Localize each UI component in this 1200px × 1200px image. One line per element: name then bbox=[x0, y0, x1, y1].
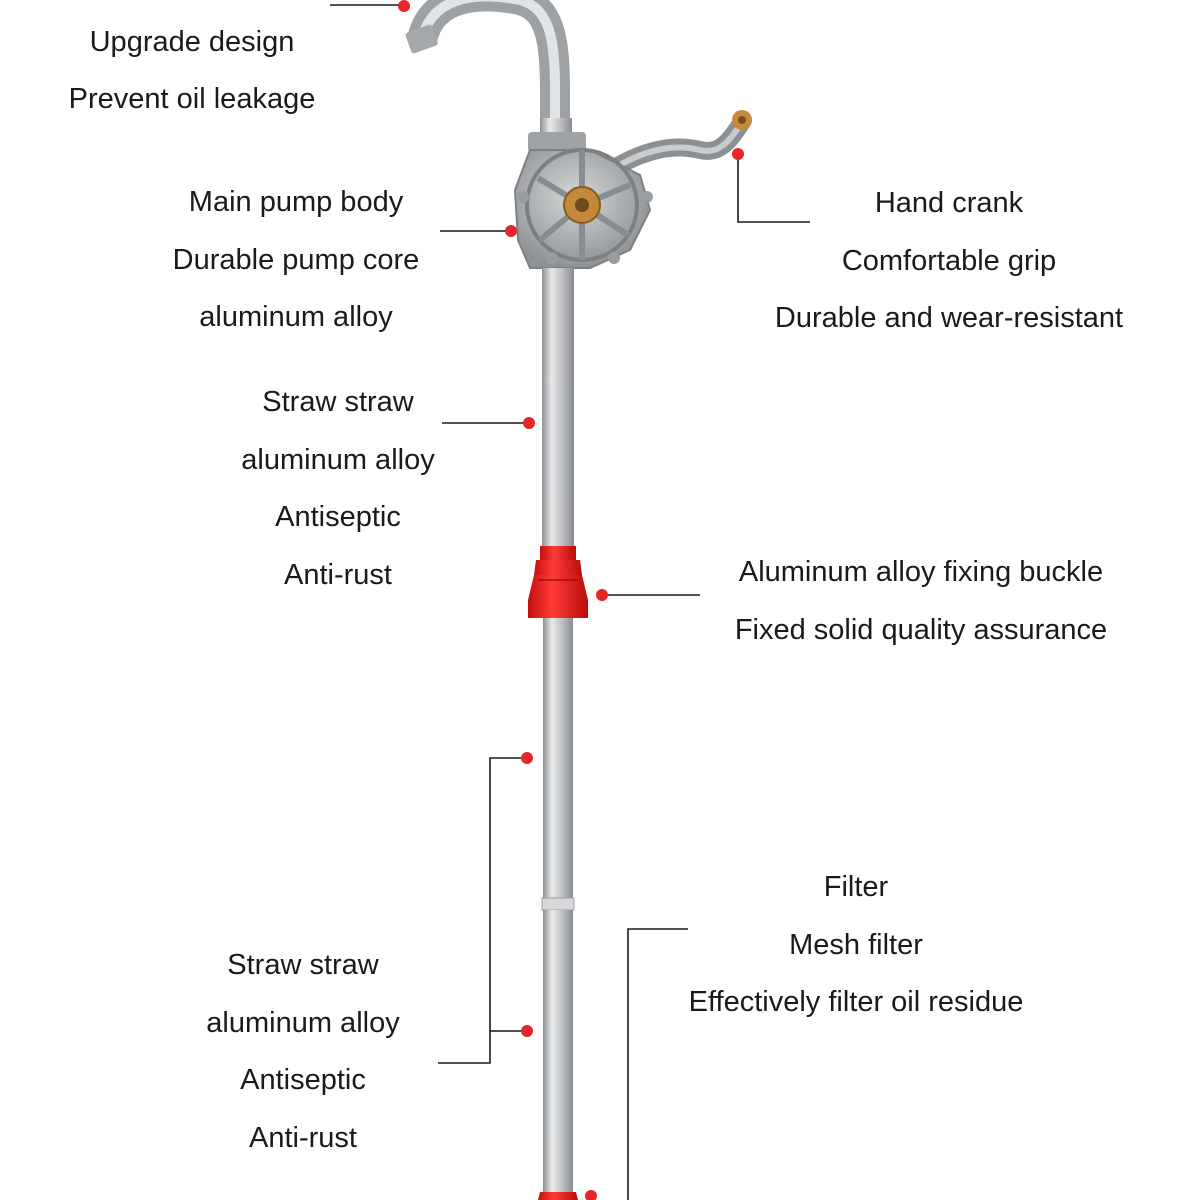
upper-straw-tube bbox=[542, 268, 574, 548]
hand-crank-line-2: Comfortable grip bbox=[841, 245, 1057, 277]
marker-hand-crank bbox=[732, 148, 744, 160]
fixing-buckle bbox=[528, 546, 588, 618]
lower-straw-tube bbox=[543, 910, 573, 1200]
marker-lower-straw-top bbox=[521, 752, 533, 764]
filter-line-2: Mesh filter bbox=[789, 929, 923, 961]
pump-body-line-1: Main pump body bbox=[188, 186, 404, 218]
leader-hand-crank bbox=[737, 154, 810, 223]
pump-body bbox=[513, 132, 653, 269]
leader-filter bbox=[627, 928, 688, 1200]
upper-straw-line-3: Antiseptic bbox=[275, 501, 401, 533]
buckle-line-1: Aluminum alloy fixing buckle bbox=[738, 556, 1104, 588]
filter-line-3: Effectively filter oil residue bbox=[688, 986, 1024, 1018]
upper-straw-line-2: aluminum alloy bbox=[241, 444, 435, 476]
callout-markers bbox=[398, 0, 744, 1200]
outlet-spout bbox=[405, 0, 570, 130]
marker-lower-straw-bottom bbox=[521, 1025, 533, 1037]
outlet-line-1: Upgrade design bbox=[89, 26, 295, 58]
marker-pump-body bbox=[505, 225, 517, 237]
middle-straw-tube bbox=[543, 618, 573, 903]
upper-straw-line-1: Straw straw bbox=[262, 386, 414, 418]
upper-straw-line-4: Anti-rust bbox=[284, 559, 392, 591]
marker-outlet bbox=[398, 0, 410, 12]
hand-crank-line-1: Hand crank bbox=[874, 187, 1024, 219]
pump-body-line-2: Durable pump core bbox=[172, 244, 420, 276]
marker-upper-straw bbox=[523, 417, 535, 429]
lower-straw-line-2: aluminum alloy bbox=[206, 1007, 400, 1039]
leader-lower-straw bbox=[438, 757, 527, 1064]
lower-straw-line-4: Anti-rust bbox=[249, 1122, 357, 1154]
hand-crank-line-3: Durable and wear-resistant bbox=[774, 302, 1124, 334]
filter-line-1: Filter bbox=[823, 871, 889, 903]
buckle-line-2: Fixed solid quality assurance bbox=[734, 614, 1108, 646]
outlet-line-2: Prevent oil leakage bbox=[68, 83, 316, 115]
tube-joint bbox=[541, 897, 575, 911]
pump-body-line-3: aluminum alloy bbox=[199, 301, 393, 333]
leader-lines bbox=[330, 4, 810, 1200]
filter-cap bbox=[538, 1192, 578, 1200]
marker-filter bbox=[585, 1190, 597, 1200]
marker-buckle bbox=[596, 589, 608, 601]
lower-straw-line-1: Straw straw bbox=[227, 949, 379, 981]
lower-straw-line-3: Antiseptic bbox=[240, 1064, 366, 1096]
